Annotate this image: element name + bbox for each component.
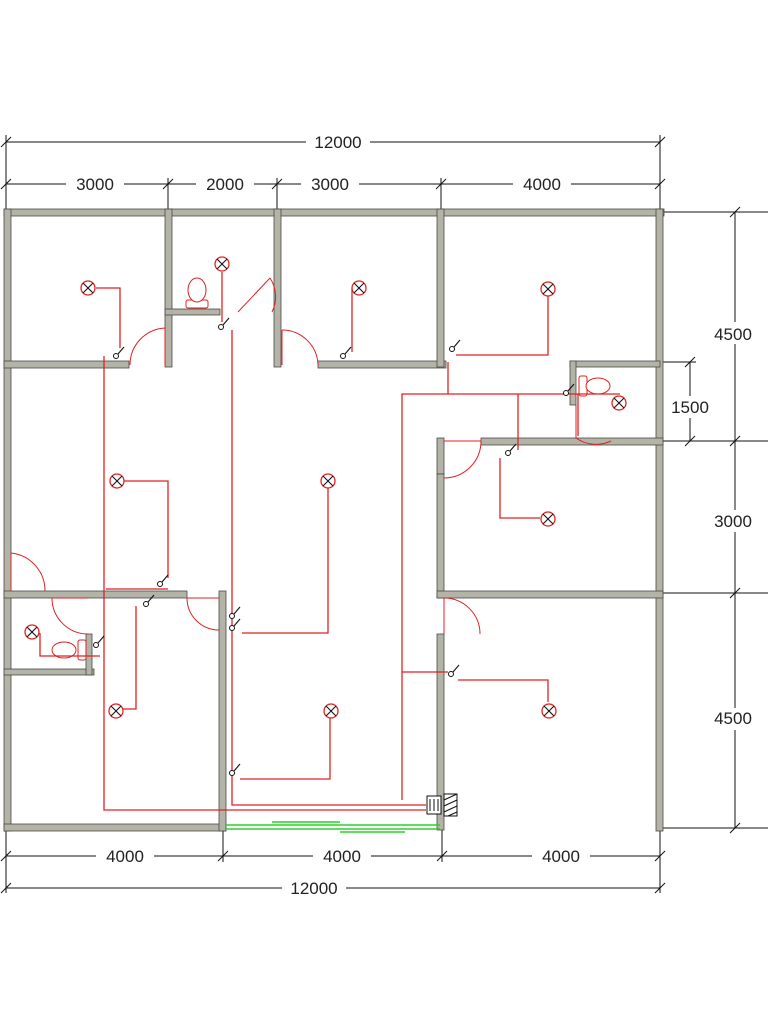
top-dimension-ticks (0, 136, 666, 190)
light-icon (540, 511, 556, 527)
wall-room3-bottom (317, 360, 447, 369)
light-icon (540, 281, 556, 297)
toilet-fixtures (51, 277, 611, 661)
light-icon (24, 624, 40, 640)
distribution-panel-icon (426, 793, 458, 817)
wall-left-bath-bottom (3, 668, 95, 676)
light-icon (351, 280, 367, 296)
wall-left-bath-right (85, 633, 93, 676)
switch-icon (113, 346, 125, 359)
switch-icon (143, 594, 155, 607)
wall-left-mid (3, 590, 188, 599)
wall-bath-right (273, 208, 282, 368)
door-lower-right (443, 597, 481, 635)
wall-room3-right (436, 208, 445, 368)
toilet-icon (578, 375, 611, 397)
toilet-icon (185, 277, 209, 309)
switch-icon (563, 383, 575, 396)
top-segment-2-label: 2000 (206, 175, 244, 194)
bottom-dimension-ticks (0, 850, 666, 894)
bottom-segment-3-label: 4000 (542, 847, 580, 866)
door-left-exterior (10, 552, 46, 592)
wall-corridor-left (218, 590, 227, 832)
exterior-wall-left (3, 208, 12, 832)
dimension-lines (0, 135, 768, 894)
right-segment-3-label: 3000 (714, 512, 752, 531)
right-segment-1-label: 4500 (714, 325, 752, 344)
bottom-segment-2-label: 4000 (323, 847, 361, 866)
walls (3, 208, 665, 832)
switches (93, 317, 575, 776)
wiring (39, 272, 620, 811)
wall-lower-right-top (436, 590, 664, 599)
light-icon (108, 703, 124, 719)
wall-mid-right-left-lower (436, 473, 445, 599)
door-room1 (129, 327, 166, 366)
switch-icon (229, 763, 241, 776)
right-dimension-ticks (684, 206, 741, 834)
entrance-window (226, 821, 440, 833)
light-icon (541, 703, 557, 719)
door-corridor (186, 597, 220, 631)
top-total-label: 12000 (314, 133, 361, 152)
wall-small-bath-top (569, 360, 661, 368)
light-fixtures (24, 256, 627, 719)
switch-icon (449, 339, 461, 352)
top-segment-1-label: 3000 (76, 175, 114, 194)
top-segment-3-label: 3000 (311, 175, 349, 194)
light-icon (80, 280, 96, 296)
light-icon (320, 473, 336, 489)
light-icon (611, 395, 627, 411)
door-small-bath (575, 405, 612, 445)
wall-bath-bottom (164, 308, 221, 316)
exterior-wall-top (3, 208, 665, 217)
door-bath-top (237, 277, 277, 313)
switch-icon (157, 574, 169, 587)
wall-room1-right (164, 208, 173, 368)
dimension-labels: 12000 3000 2000 3000 4000 4000 4000 4000… (66, 131, 764, 898)
switch-icon (505, 443, 517, 456)
doors (10, 277, 612, 635)
switch-icon (93, 635, 105, 648)
door-mid-right (443, 440, 482, 479)
right-segment-4-label: 4500 (714, 709, 752, 728)
wall-small-bath-left (569, 360, 577, 406)
light-icon (109, 473, 125, 489)
light-icon (214, 256, 230, 272)
switch-icon (340, 346, 352, 359)
switch-icon (229, 606, 241, 619)
door-room3 (281, 329, 319, 366)
toilet-icon (51, 639, 87, 661)
switch-icon (218, 317, 230, 330)
switch-icon (229, 618, 241, 631)
switch-icon (448, 664, 460, 677)
bottom-total-label: 12000 (290, 879, 337, 898)
top-segment-4-label: 4000 (523, 175, 561, 194)
door-left-bath (51, 597, 89, 635)
exterior-wall-bottom-left (3, 823, 227, 832)
wall-mid-right-left (436, 437, 445, 475)
right-segment-2-label: 1500 (671, 398, 709, 417)
wall-lower-right-left (436, 633, 445, 831)
bottom-segment-1-label: 4000 (106, 847, 144, 866)
wall-room1-bottom (3, 360, 130, 369)
light-icon (323, 703, 339, 719)
exterior-wall-right (655, 208, 664, 832)
wall-mid-right-top (480, 437, 664, 446)
